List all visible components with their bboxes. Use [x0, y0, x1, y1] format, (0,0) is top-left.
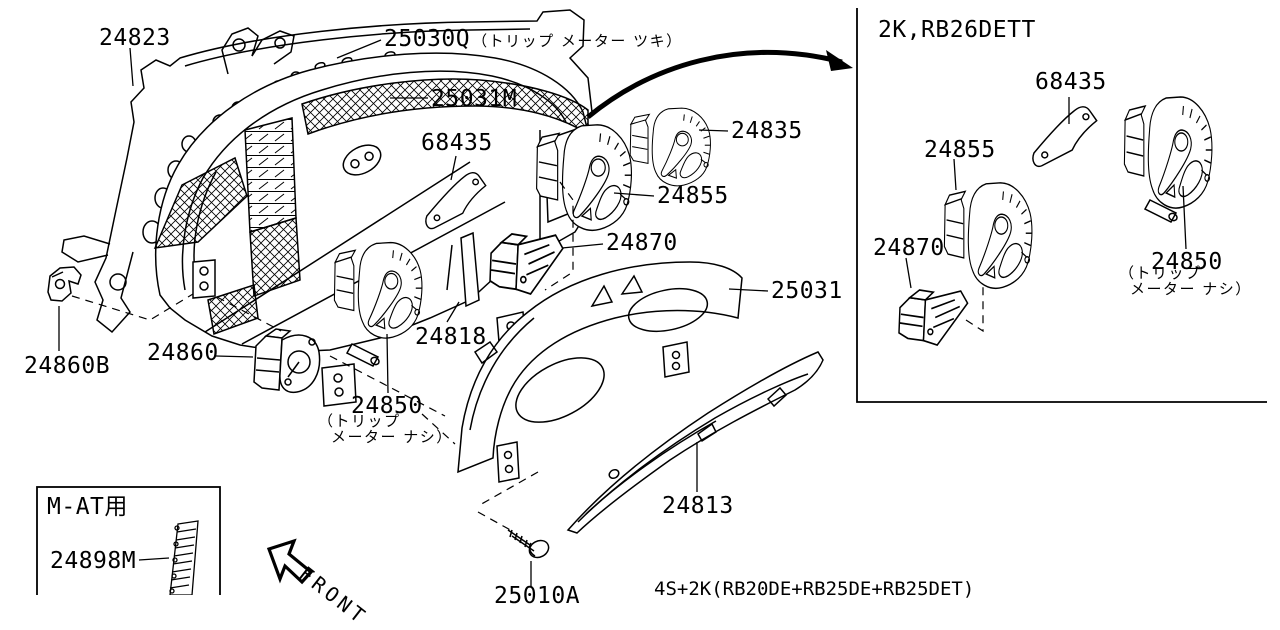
part-24855-gauge-rb26 — [943, 182, 1033, 290]
label-24870-rb26: 24870 — [873, 235, 945, 261]
label-24870-main: 24870 — [606, 230, 678, 256]
part-24813-lens — [566, 351, 824, 534]
label-68435-main: 68435 — [421, 130, 493, 156]
inset-mat-box — [36, 486, 221, 595]
part-25031-housing — [457, 261, 743, 483]
label-25010a: 25010A — [494, 583, 581, 609]
parts-diagram-page: { "diagram": { "title_context": "instrum… — [24, 8, 1267, 630]
label-engine-note: 4S+2K(RB20DE+RB25DE+RB25DET) — [654, 578, 975, 600]
label-25030q: 25030Q（トリップ メーター ツキ） — [384, 27, 683, 51]
leader-lines — [58, 39, 1187, 587]
label-24813: 24813 — [662, 493, 734, 519]
label-68435-rb26: 68435 — [1035, 69, 1107, 95]
label-24850-rb26-note2: メーター ナシ） — [1130, 280, 1252, 298]
label-24855-rb26: 24855 — [924, 137, 996, 163]
label-24823: 24823 — [99, 25, 171, 51]
label-24860b: 24860B — [24, 353, 111, 379]
parts-diagram-linework — [36, 8, 1267, 595]
part-24860b-clip — [47, 266, 82, 302]
part-24850-gauge-main — [333, 241, 423, 367]
label-24835: 24835 — [731, 118, 803, 144]
label-24818: 24818 — [415, 324, 487, 350]
label-mat-title: M-AT用 — [47, 494, 128, 520]
part-24870-switch-rb26 — [898, 289, 969, 346]
label-25030q-number: 25030Q — [384, 26, 471, 52]
part-68435-bracket-rb26 — [1032, 106, 1098, 168]
label-24850-main-note1: （トリップ — [318, 412, 401, 430]
part-25010a-screw — [507, 529, 550, 559]
label-25030q-note: （トリップ メーター ツキ） — [472, 32, 683, 50]
label-24850-main: 24850 — [351, 393, 423, 419]
part-24835-gauge — [629, 107, 712, 187]
label-24850-main-note2: メーター ナシ） — [331, 428, 453, 446]
label-rb26-title: 2K,RB26DETT — [878, 17, 1036, 43]
inset-rb26-border — [856, 8, 1267, 403]
part-24818-strip — [446, 231, 480, 308]
dashed-reference-lines — [71, 181, 984, 533]
label-25031m: 25031M — [431, 86, 518, 112]
front-direction-arrow — [266, 538, 314, 585]
part-24898m-strip — [169, 520, 199, 595]
inset-pointer-arrow — [586, 49, 853, 119]
part-24860-unit — [253, 328, 321, 394]
label-24850-rb26: 24850 — [1151, 249, 1223, 275]
diagram-stage: 24823 25030Q（トリップ メーター ツキ） 25031M 68435 … — [24, 8, 1267, 630]
label-25031: 25031 — [771, 278, 843, 304]
label-24898m: 24898M — [50, 548, 137, 574]
part-24850-gauge-rb26 — [1123, 96, 1213, 223]
label-24860: 24860 — [147, 340, 219, 366]
label-24850-rb26-note1: （トリップ — [1119, 264, 1202, 282]
label-24855-main: 24855 — [657, 183, 729, 209]
part-25030q-meter-assembly — [153, 52, 593, 407]
